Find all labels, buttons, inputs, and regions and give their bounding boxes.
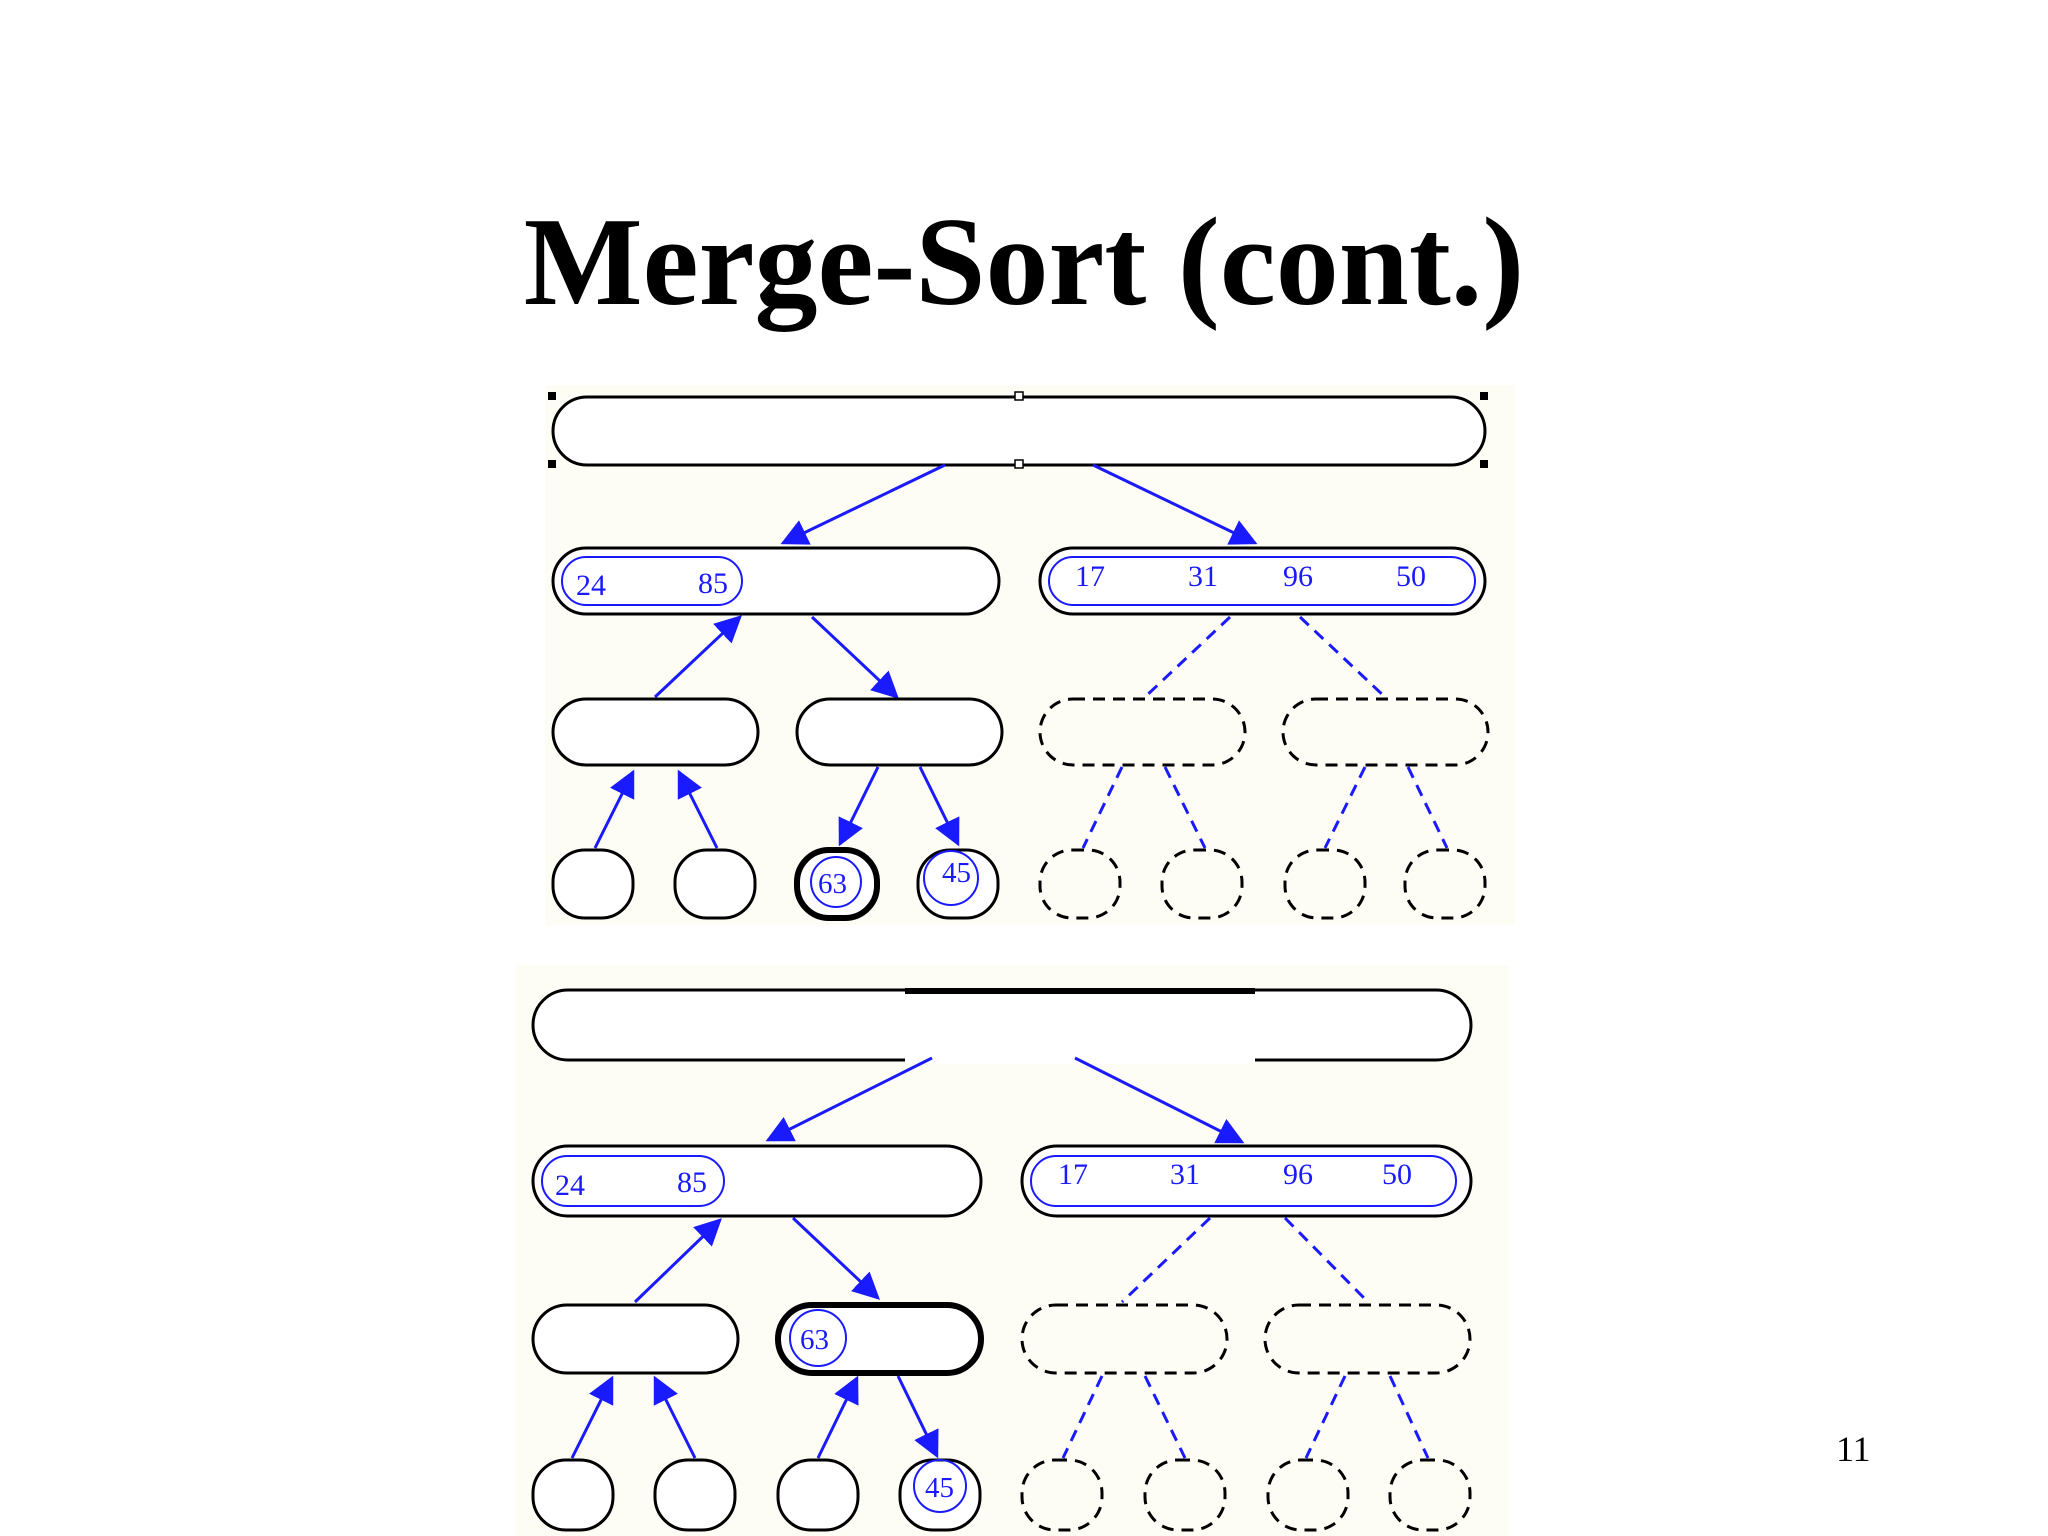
value-17: 17	[1075, 560, 1105, 593]
value-85: 85	[698, 567, 728, 600]
page-number: 11	[1836, 1429, 1871, 1469]
dashed-leaf-edges	[1061, 1375, 1430, 1459]
value-50: 50	[1382, 1158, 1412, 1191]
value-63: 63	[800, 1324, 829, 1356]
leaf-1	[551, 848, 635, 920]
internal-node-2-highlighted	[775, 1302, 984, 1376]
internal-node-3	[1038, 697, 1247, 767]
value-45: 45	[925, 1472, 954, 1504]
slide-title: Merge-Sort (cont.)	[523, 193, 1525, 332]
arrow-leaf-1-up	[570, 1375, 614, 1459]
arrow-leaf-2-up	[677, 769, 719, 849]
dashed-leaves	[1020, 1458, 1472, 1532]
arrow-to-leaf-4	[918, 766, 960, 847]
left-sequence-oval	[561, 556, 743, 606]
internal-node-2	[795, 697, 1004, 767]
arrow-down-to-internal-2	[791, 1216, 880, 1300]
value-45-oval	[923, 850, 979, 906]
leaf-1	[531, 1458, 615, 1532]
dashed-leaves	[1038, 848, 1487, 920]
arrow-down-to-internal-2	[810, 615, 899, 699]
value-24: 24	[576, 569, 606, 602]
value-17: 17	[1058, 1158, 1088, 1191]
right-child-node	[1020, 1144, 1473, 1218]
dashed-leaf-edges	[1081, 766, 1449, 849]
right-sequence-oval	[1048, 556, 1476, 606]
arrow-leaf-2-up	[653, 1375, 697, 1459]
arrow-root-to-left	[765, 1056, 933, 1142]
panel-background	[545, 385, 1515, 925]
arrow-root-to-right	[1074, 1056, 1245, 1144]
root-node	[551, 395, 1487, 467]
arrow-leaf-1-up	[593, 769, 635, 849]
root-node	[531, 988, 1473, 1062]
merge-sort-tree-step-2: 24 85 17 31 96 50 63	[515, 965, 1510, 1536]
value-31: 31	[1188, 560, 1218, 593]
internal-node-4	[1281, 697, 1490, 767]
left-child-node	[531, 1144, 983, 1218]
internal-node-3	[1020, 1303, 1229, 1375]
arrow-leaf-3-up	[816, 1375, 859, 1459]
value-96: 96	[1283, 1158, 1313, 1191]
value-63-oval	[789, 1309, 847, 1367]
arrow-to-leaf-4	[896, 1375, 939, 1459]
internal-node-4	[1263, 1303, 1472, 1375]
right-child-node	[1038, 546, 1487, 616]
arrow-root-to-left	[780, 463, 946, 545]
leaf-2	[673, 848, 757, 920]
left-child-node	[551, 546, 1001, 616]
merge-sort-tree-step-1: 24 85 17 31 96 50 63	[545, 385, 1515, 925]
arrow-root-to-right	[1092, 463, 1258, 545]
value-96: 96	[1283, 560, 1313, 593]
leaf-3	[776, 1458, 860, 1532]
value-31: 31	[1170, 1158, 1200, 1191]
value-50: 50	[1396, 560, 1426, 593]
value-85: 85	[677, 1166, 707, 1199]
internal-node-1	[531, 1303, 740, 1375]
selection-handles	[548, 391, 1488, 469]
internal-node-1	[551, 697, 760, 767]
value-24: 24	[555, 1169, 585, 1202]
right-sequence-oval	[1030, 1155, 1457, 1207]
value-45-oval	[913, 1459, 967, 1513]
left-sequence-oval	[541, 1155, 725, 1207]
arrow-up-to-left-child	[633, 1218, 722, 1304]
value-63: 63	[818, 868, 847, 900]
dashed-edge	[1120, 1216, 1212, 1304]
value-63-oval	[810, 856, 862, 908]
leaf-2	[653, 1458, 737, 1532]
value-45: 45	[942, 857, 971, 889]
arrow-to-leaf-3	[838, 766, 880, 847]
arrow-up-to-left-child	[653, 615, 742, 699]
